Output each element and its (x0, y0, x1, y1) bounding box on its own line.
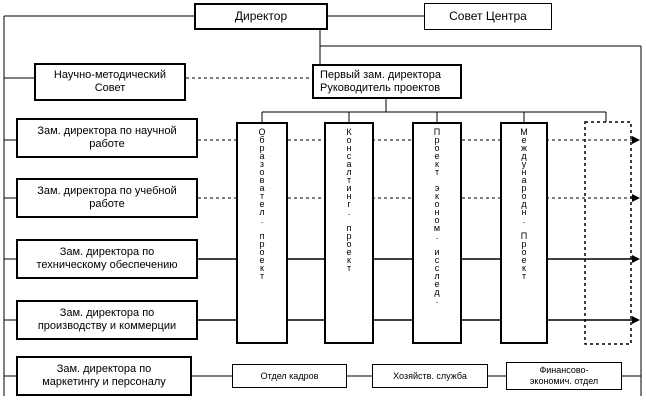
center-council-box: Совет Центра (424, 3, 552, 30)
project-label-2: Консалтинг. проект (344, 127, 354, 271)
deputy-science-label: Зам. директора по научной работе (37, 125, 177, 150)
hr-department-box: Отдел кадров (232, 364, 347, 388)
household-service-box: Хозяйств. служба (372, 364, 488, 388)
arrow-head-3 (632, 255, 640, 263)
finance-department-box: Финансово- экономич. отдел (506, 362, 622, 390)
center-council-label: Совет Центра (449, 9, 527, 23)
deputy-tech-label: Зам. директора по техническому обеспечен… (36, 246, 178, 271)
deputy-market-box: Зам. директора по маркетингу и персоналу (16, 356, 192, 396)
placeholder-project-column (584, 121, 632, 345)
project-label-4: Международн. Проект (519, 127, 529, 279)
hr-department-label: Отдел кадров (260, 370, 319, 381)
finance-department-label: Финансово- экономич. отдел (529, 365, 599, 386)
household-service-label: Хозяйств. служба (393, 370, 467, 381)
deputy-study-label: Зам. директора по учебной работе (37, 185, 177, 210)
deputy-prod-label: Зам. директора по производству и коммерц… (37, 307, 177, 332)
method-council-label: Научно-методический Совет (53, 69, 167, 94)
project-column-4: Международн. Проект (500, 122, 548, 344)
director-box: Директор (194, 3, 328, 30)
deputy-prod-box: Зам. директора по производству и коммерц… (16, 300, 198, 340)
first-deputy-box: Первый зам. директора Руководитель проек… (312, 64, 462, 99)
project-label-1: Образовател. проект (257, 127, 267, 279)
deputy-study-box: Зам. директора по учебной работе (16, 178, 198, 218)
deputy-market-label: Зам. директора по маркетингу и персоналу (42, 363, 166, 388)
first-deputy-label: Первый зам. директора Руководитель проек… (320, 68, 441, 94)
arrow-head-4 (632, 316, 640, 324)
deputy-science-box: Зам. директора по научной работе (16, 118, 198, 158)
project-column-2: Консалтинг. проект (324, 122, 374, 344)
deputy-tech-box: Зам. директора по техническому обеспечен… (16, 239, 198, 279)
project-label-3: Проект эконом. исслед. (432, 127, 442, 303)
director-label: Директор (234, 9, 288, 23)
method-council-box: Научно-методический Совет (34, 63, 186, 101)
arrow-head-1 (632, 136, 640, 144)
arrow-head-2 (632, 194, 640, 202)
project-column-3: Проект эконом. исслед. (412, 122, 462, 344)
project-column-1: Образовател. проект (236, 122, 288, 344)
